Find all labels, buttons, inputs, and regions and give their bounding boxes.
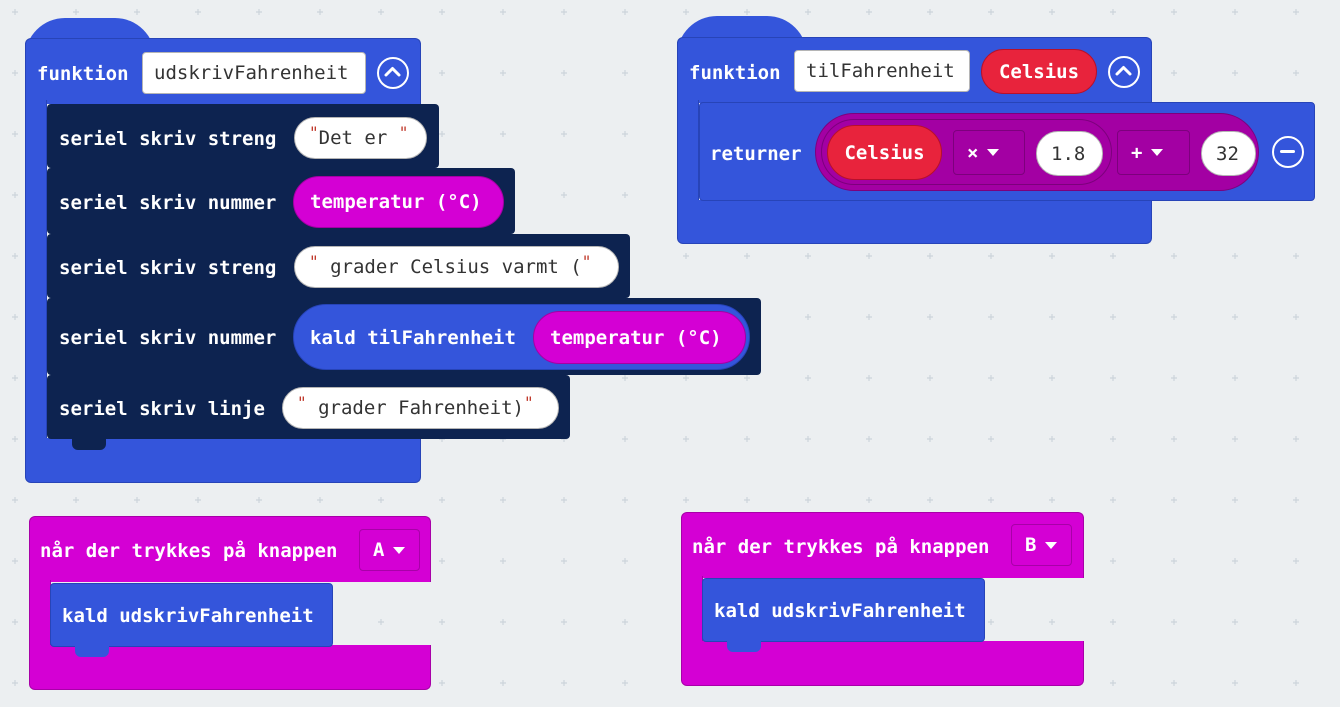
function-keyword: funktion — [37, 63, 129, 85]
event-label: når der trykkes på knappen — [40, 540, 338, 562]
call-label: kald tilFahrenheit — [310, 327, 516, 349]
button-dropdown-b[interactable]: B — [1011, 524, 1072, 566]
string-input[interactable]: " grader Celsius varmt (" — [294, 246, 619, 288]
chevron-down-icon — [393, 546, 406, 554]
chevron-down-icon — [1045, 541, 1058, 549]
function-keyword: funktion — [689, 62, 781, 84]
string-input[interactable]: "Det er " — [294, 117, 427, 159]
temperature-reporter[interactable]: temperatur (°C) — [533, 311, 746, 364]
operator-dropdown-multiply[interactable]: × — [953, 130, 1025, 175]
call-label: kald udskrivFahrenheit — [714, 600, 966, 622]
button-dropdown-a[interactable]: A — [359, 529, 420, 571]
call-udskrivfahrenheit-block[interactable] — [702, 578, 985, 642]
call-label: kald udskrivFahrenheit — [62, 605, 314, 627]
string-input[interactable]: " grader Fahrenheit)" — [282, 387, 559, 429]
number-input[interactable]: 32 — [1201, 131, 1256, 176]
chevron-down-icon — [987, 149, 1000, 156]
collapse-icon[interactable] — [377, 57, 409, 89]
remove-icon[interactable] — [1272, 136, 1304, 168]
statement-label: seriel skriv streng — [59, 128, 277, 150]
event-label: når der trykkes på knappen — [692, 536, 990, 558]
function-name-field[interactable]: udskrivFahrenheit — [142, 52, 366, 94]
chevron-down-icon — [1151, 149, 1164, 156]
temperature-reporter[interactable]: temperatur (°C) — [293, 176, 504, 228]
function-name-field[interactable]: tilFahrenheit — [794, 50, 970, 92]
collapse-icon[interactable] — [1108, 56, 1140, 88]
number-input[interactable]: 1.8 — [1036, 131, 1103, 176]
parameter-celsius-reporter[interactable]: Celsius — [827, 125, 942, 180]
return-label: returner — [710, 143, 802, 165]
statement-label: seriel skriv nummer — [59, 327, 277, 349]
call-udskrivfahrenheit-block[interactable] — [50, 583, 333, 647]
parameter-celsius[interactable]: Celsius — [981, 49, 1097, 94]
operator-dropdown-add[interactable]: + — [1117, 130, 1190, 175]
statement-label: seriel skriv nummer — [59, 192, 277, 214]
statement-label: seriel skriv linje — [59, 398, 265, 420]
statement-label: seriel skriv streng — [59, 257, 277, 279]
